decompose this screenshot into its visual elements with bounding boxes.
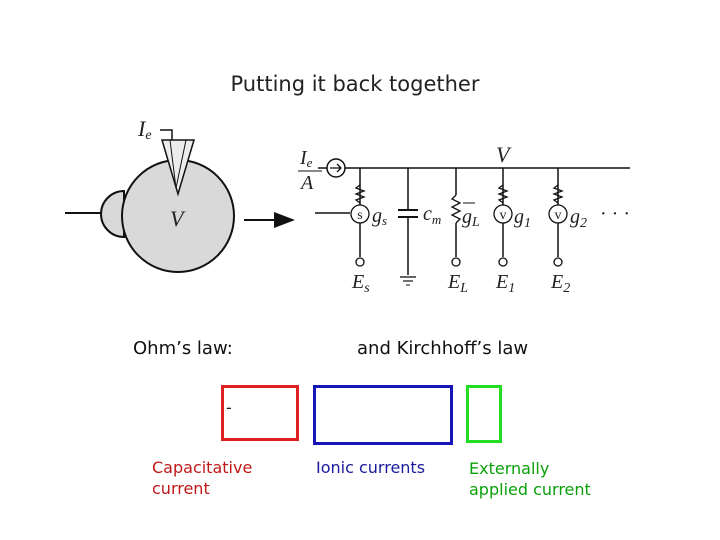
capacitative-box <box>221 385 299 441</box>
bus-voltage-label: V <box>496 142 512 167</box>
ellipsis: · · · <box>600 203 630 225</box>
label-es: Es <box>351 271 370 296</box>
resistor-v2-icon <box>552 184 564 204</box>
label-e2: E2 <box>550 271 570 296</box>
external-label-line1: Externally <box>469 459 550 478</box>
dendrite-cap <box>100 189 125 239</box>
external-box <box>466 385 502 443</box>
electrode-label: Ie <box>137 116 152 143</box>
ionic-box <box>313 385 453 445</box>
current-numerator: Ie <box>299 147 313 170</box>
ohms-law-label: Ohm’s law: <box>133 338 233 359</box>
resistor-leak-icon <box>450 194 462 224</box>
resistor-s-icon <box>354 184 366 204</box>
minus-sign: - <box>226 398 232 417</box>
arrow-head-icon <box>274 212 295 228</box>
badge-v2-text: v <box>555 208 562 223</box>
capacitative-label-line1: Capacitative <box>152 458 253 477</box>
ionic-label: Ionic currents <box>316 458 426 477</box>
current-denominator: A <box>299 172 314 194</box>
electrode-wire <box>160 129 173 140</box>
badge-s-text: s <box>357 208 362 223</box>
cell-voltage-label: V <box>170 206 186 231</box>
kirchhoff-label: and Kirchhoff’s law <box>357 338 529 359</box>
terminal-e1 <box>498 257 508 267</box>
external-label-line2: applied current <box>469 480 591 499</box>
label-el: EL <box>447 271 468 296</box>
terminal-e2 <box>553 257 563 267</box>
label-g1: g1 <box>514 206 531 231</box>
capacitative-label: Capacitative current <box>152 457 252 499</box>
label-gl: gL <box>462 206 480 230</box>
badge-v1-text: v <box>500 208 507 223</box>
page-title: Putting it back together <box>230 72 480 96</box>
electrode <box>160 139 196 197</box>
label-cm: cm <box>423 203 441 227</box>
label-gs: gs <box>372 205 387 228</box>
label-g2: g2 <box>570 206 587 231</box>
external-label: Externally applied current <box>469 458 591 500</box>
capacitative-label-line2: current <box>152 479 210 498</box>
terminal-el <box>451 257 461 267</box>
terminal-es <box>355 257 365 267</box>
label-e1: E1 <box>495 271 515 296</box>
current-arrow-icon <box>330 163 342 173</box>
electrode-inner <box>169 139 187 189</box>
resistor-v1-icon <box>497 184 509 204</box>
